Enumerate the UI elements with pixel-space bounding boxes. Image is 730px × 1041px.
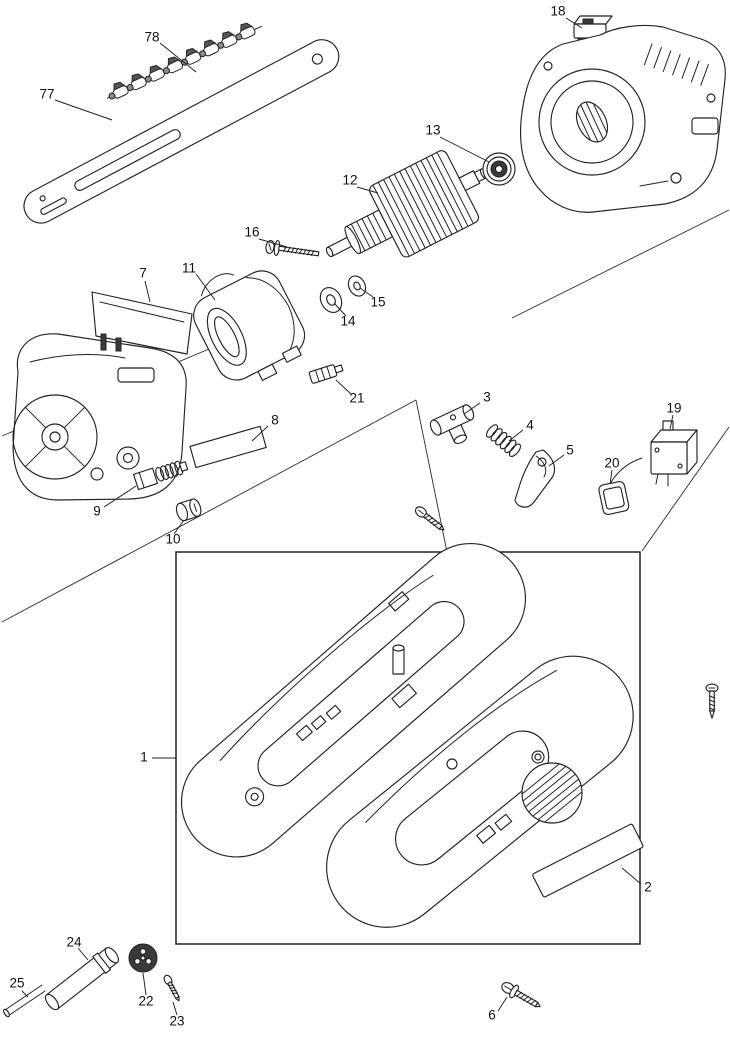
callout-19: 19 (666, 401, 681, 416)
trigger-switch-drawing (650, 420, 698, 487)
small-screw-drawing (414, 506, 445, 531)
callout-6: 6 (488, 1008, 496, 1023)
callout-3: 3 (483, 390, 491, 405)
callout-2: 2 (644, 880, 652, 895)
callout-21: 21 (349, 391, 364, 406)
spring-drawing (485, 424, 522, 458)
callout-12: 12 (342, 173, 357, 188)
callout-5: 5 (566, 443, 574, 458)
field-stator-drawing (193, 270, 306, 381)
ball-bearing-drawing (482, 152, 516, 186)
guide-bar-drawing (23, 39, 340, 224)
callout-11: 11 (182, 261, 196, 276)
callout-20: 20 (604, 456, 619, 471)
lever-drawing (514, 449, 556, 508)
callout-labels: 78 77 18 13 12 16 11 7 15 14 21 8 3 4 5 … (9, 4, 681, 1029)
connector-drawing (308, 364, 344, 384)
callout-13: 13 (425, 123, 440, 138)
oil-pipe-drawing (3, 984, 46, 1018)
oil-tube-drawing (44, 947, 120, 1011)
callout-4: 4 (526, 418, 534, 433)
callout-22: 22 (138, 994, 153, 1009)
motor-housing-front-drawing (12, 291, 193, 501)
housing-screw-right-drawing (705, 683, 719, 719)
callout-10: 10 (165, 532, 180, 547)
brush-cap-drawing (175, 498, 202, 522)
callout-9: 9 (93, 504, 101, 519)
washer-small-drawing (347, 275, 367, 297)
long-screw-drawing (265, 239, 320, 257)
callout-25: 25 (9, 976, 24, 991)
callout-16: 16 (244, 225, 259, 240)
callout-1: 1 (140, 750, 148, 765)
capacitor-drawing (598, 457, 643, 515)
cam-disc-drawing (128, 943, 158, 973)
handle-screw-drawing (501, 982, 541, 1008)
callout-77: 77 (39, 87, 54, 102)
callout-18: 18 (550, 4, 565, 19)
callout-7: 7 (139, 266, 147, 281)
callout-23: 23 (169, 1014, 184, 1029)
carbon-brush-drawing (132, 460, 189, 491)
callout-8: 8 (271, 413, 279, 428)
handle-housing-left-drawing (180, 543, 526, 858)
sleeve-drawing (429, 404, 475, 445)
callout-24: 24 (66, 935, 82, 950)
armature-drawing (325, 150, 488, 258)
handle-housing-right-drawing (326, 655, 644, 928)
leader-lines (21, 17, 674, 1016)
nameplate-drawing (189, 425, 267, 469)
callout-14: 14 (340, 314, 356, 329)
callout-15: 15 (370, 295, 385, 310)
cam-screw-drawing (163, 974, 180, 1002)
motor-housing-rear-drawing (520, 24, 726, 213)
callout-78: 78 (144, 30, 159, 45)
